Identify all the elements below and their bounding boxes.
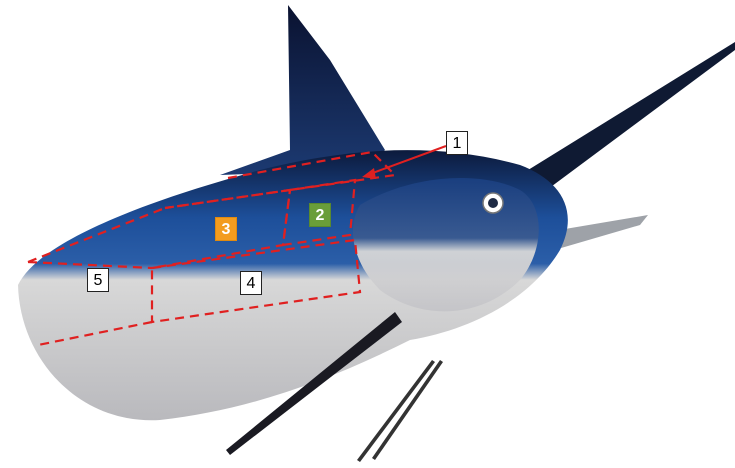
region-label-5: 5 — [87, 268, 109, 292]
pelvic-fin-2 — [357, 360, 435, 462]
region-label-1: 1 — [446, 131, 468, 155]
region-label-3: 3 — [215, 217, 237, 241]
bill — [520, 42, 735, 195]
eye-pupil — [488, 198, 498, 208]
region-label-2: 2 — [309, 203, 331, 227]
dorsal-fin — [220, 5, 385, 175]
pelvic-fin-1 — [372, 360, 443, 460]
region-label-4: 4 — [240, 271, 262, 295]
